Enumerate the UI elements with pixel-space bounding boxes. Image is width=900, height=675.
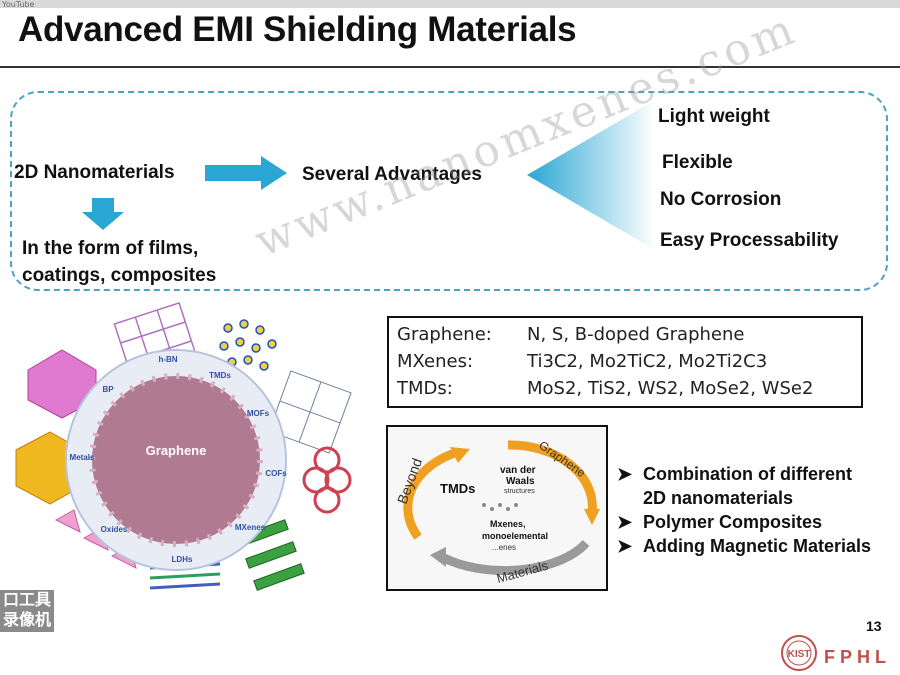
bullet-arrow-icon: ➤ xyxy=(617,536,633,556)
bullet-arrow-icon: ➤ xyxy=(617,464,633,484)
wheel-label: MXenes xyxy=(235,523,266,532)
list-item: ➤ Adding Magnetic Materials xyxy=(617,534,871,558)
bullet-text: Polymer Composites xyxy=(643,512,823,532)
chem-row-mxenes: MXenes: Ti3C2, Mo2TiC2, Mo2Ti2C3 xyxy=(397,351,767,372)
structure-cofs xyxy=(302,446,352,514)
list-item: ➤ Combination of different 2D nanomateri… xyxy=(617,462,871,510)
video-top-bar: YouTube xyxy=(0,0,900,9)
arrow-down-icon xyxy=(82,198,124,230)
doped-materials-table: Graphene: N, S, B-doped Graphene MXenes:… xyxy=(387,316,863,408)
cycle-mx-3: ...enes xyxy=(492,543,516,552)
chem-label: Graphene: xyxy=(397,324,492,345)
chem-value: Ti3C2, Mo2TiC2, Mo2Ti2C3 xyxy=(527,351,768,372)
chem-row-tmds: TMDs: MoS2, TiS2, WS2, MoSe2, WSe2 xyxy=(397,378,813,399)
structure-mofs xyxy=(268,370,352,454)
chem-label: TMDs: xyxy=(397,378,453,399)
advantage-item: Easy Processability xyxy=(660,230,839,251)
chem-label: MXenes: xyxy=(397,351,474,372)
materials-wheel-figure: Graphene h-BN TMDs MOFs COFs MXenes LDHs… xyxy=(15,302,352,591)
advantages-panel xyxy=(10,91,888,291)
wheel-label: h-BN xyxy=(158,355,177,364)
recorder-line-2: 录像机 xyxy=(3,612,52,629)
forms-line-2: coatings, composites xyxy=(22,265,217,286)
cycle-mx-1: Mxenes, xyxy=(490,519,526,529)
cycle-mx-2: monoelemental xyxy=(482,531,548,541)
fan-triangle-icon xyxy=(527,100,655,250)
wheel-label: COFs xyxy=(265,469,287,478)
target-label: Several Advantages xyxy=(302,164,482,185)
cycle-materials: Materials xyxy=(495,558,550,586)
forms-line-1: In the form of films, xyxy=(22,238,199,259)
recorder-line-1: 口工具 xyxy=(3,592,52,609)
fphl-logo: FPHL xyxy=(824,647,891,667)
chem-value: MoS2, TiS2, WS2, MoSe2, WSe2 xyxy=(527,378,814,399)
cycle-vdw-2: Waals xyxy=(506,476,535,487)
strategy-list: ➤ Combination of different 2D nanomateri… xyxy=(617,462,871,558)
advantage-item: No Corrosion xyxy=(660,189,782,210)
kist-seal-icon: KIST xyxy=(781,635,817,671)
youtube-badge[interactable]: YouTube xyxy=(2,0,35,9)
wheel-label: Oxides xyxy=(101,525,128,534)
page-number: 13 xyxy=(866,618,882,634)
forms-text: In the form of films, coatings, composit… xyxy=(22,235,216,289)
structure-tmds xyxy=(219,319,277,371)
wheel-center-label: Graphene xyxy=(146,443,207,458)
cycle-diagram: Beyond Graphene Materials TMDs van der W… xyxy=(394,438,600,586)
wheel-label: LDHs xyxy=(172,555,193,564)
list-item: ➤ Polymer Composites xyxy=(617,510,871,534)
wheel-label: TMDs xyxy=(209,371,231,380)
bullet-text: 2D nanomaterials xyxy=(643,488,794,508)
cycle-graphene: Graphene xyxy=(536,438,588,480)
bullet-arrow-icon: ➤ xyxy=(617,512,633,532)
recorder-overlay: 口工具 录像机 xyxy=(0,590,55,632)
graphene-disc xyxy=(92,376,260,544)
chem-row-graphene: Graphene: N, S, B-doped Graphene xyxy=(397,324,744,345)
arrow-right-icon xyxy=(205,156,287,190)
source-label: 2D Nanomaterials xyxy=(14,162,175,183)
slide-title: Advanced EMI Shielding Materials xyxy=(18,10,577,49)
bullet-text: Adding Magnetic Materials xyxy=(643,536,872,556)
cycle-vdw-3: structures xyxy=(504,488,535,495)
wheel-label: MOFs xyxy=(247,409,270,418)
bullet-text: Combination of different xyxy=(643,464,852,484)
cycle-image: Beyond Graphene Materials TMDs van der W… xyxy=(386,425,608,591)
chem-value: N, S, B-doped Graphene xyxy=(527,324,745,345)
kist-seal-text: KIST xyxy=(788,649,811,660)
cycle-vdw-1: van der xyxy=(500,465,536,476)
wheel-label: BP xyxy=(102,385,114,394)
wheel-label: Metals xyxy=(70,453,95,462)
cycle-tmds: TMDs xyxy=(440,481,475,496)
title-underline xyxy=(0,66,900,68)
advantage-item: Light weight xyxy=(658,106,770,127)
advantage-item: Flexible xyxy=(662,152,733,173)
